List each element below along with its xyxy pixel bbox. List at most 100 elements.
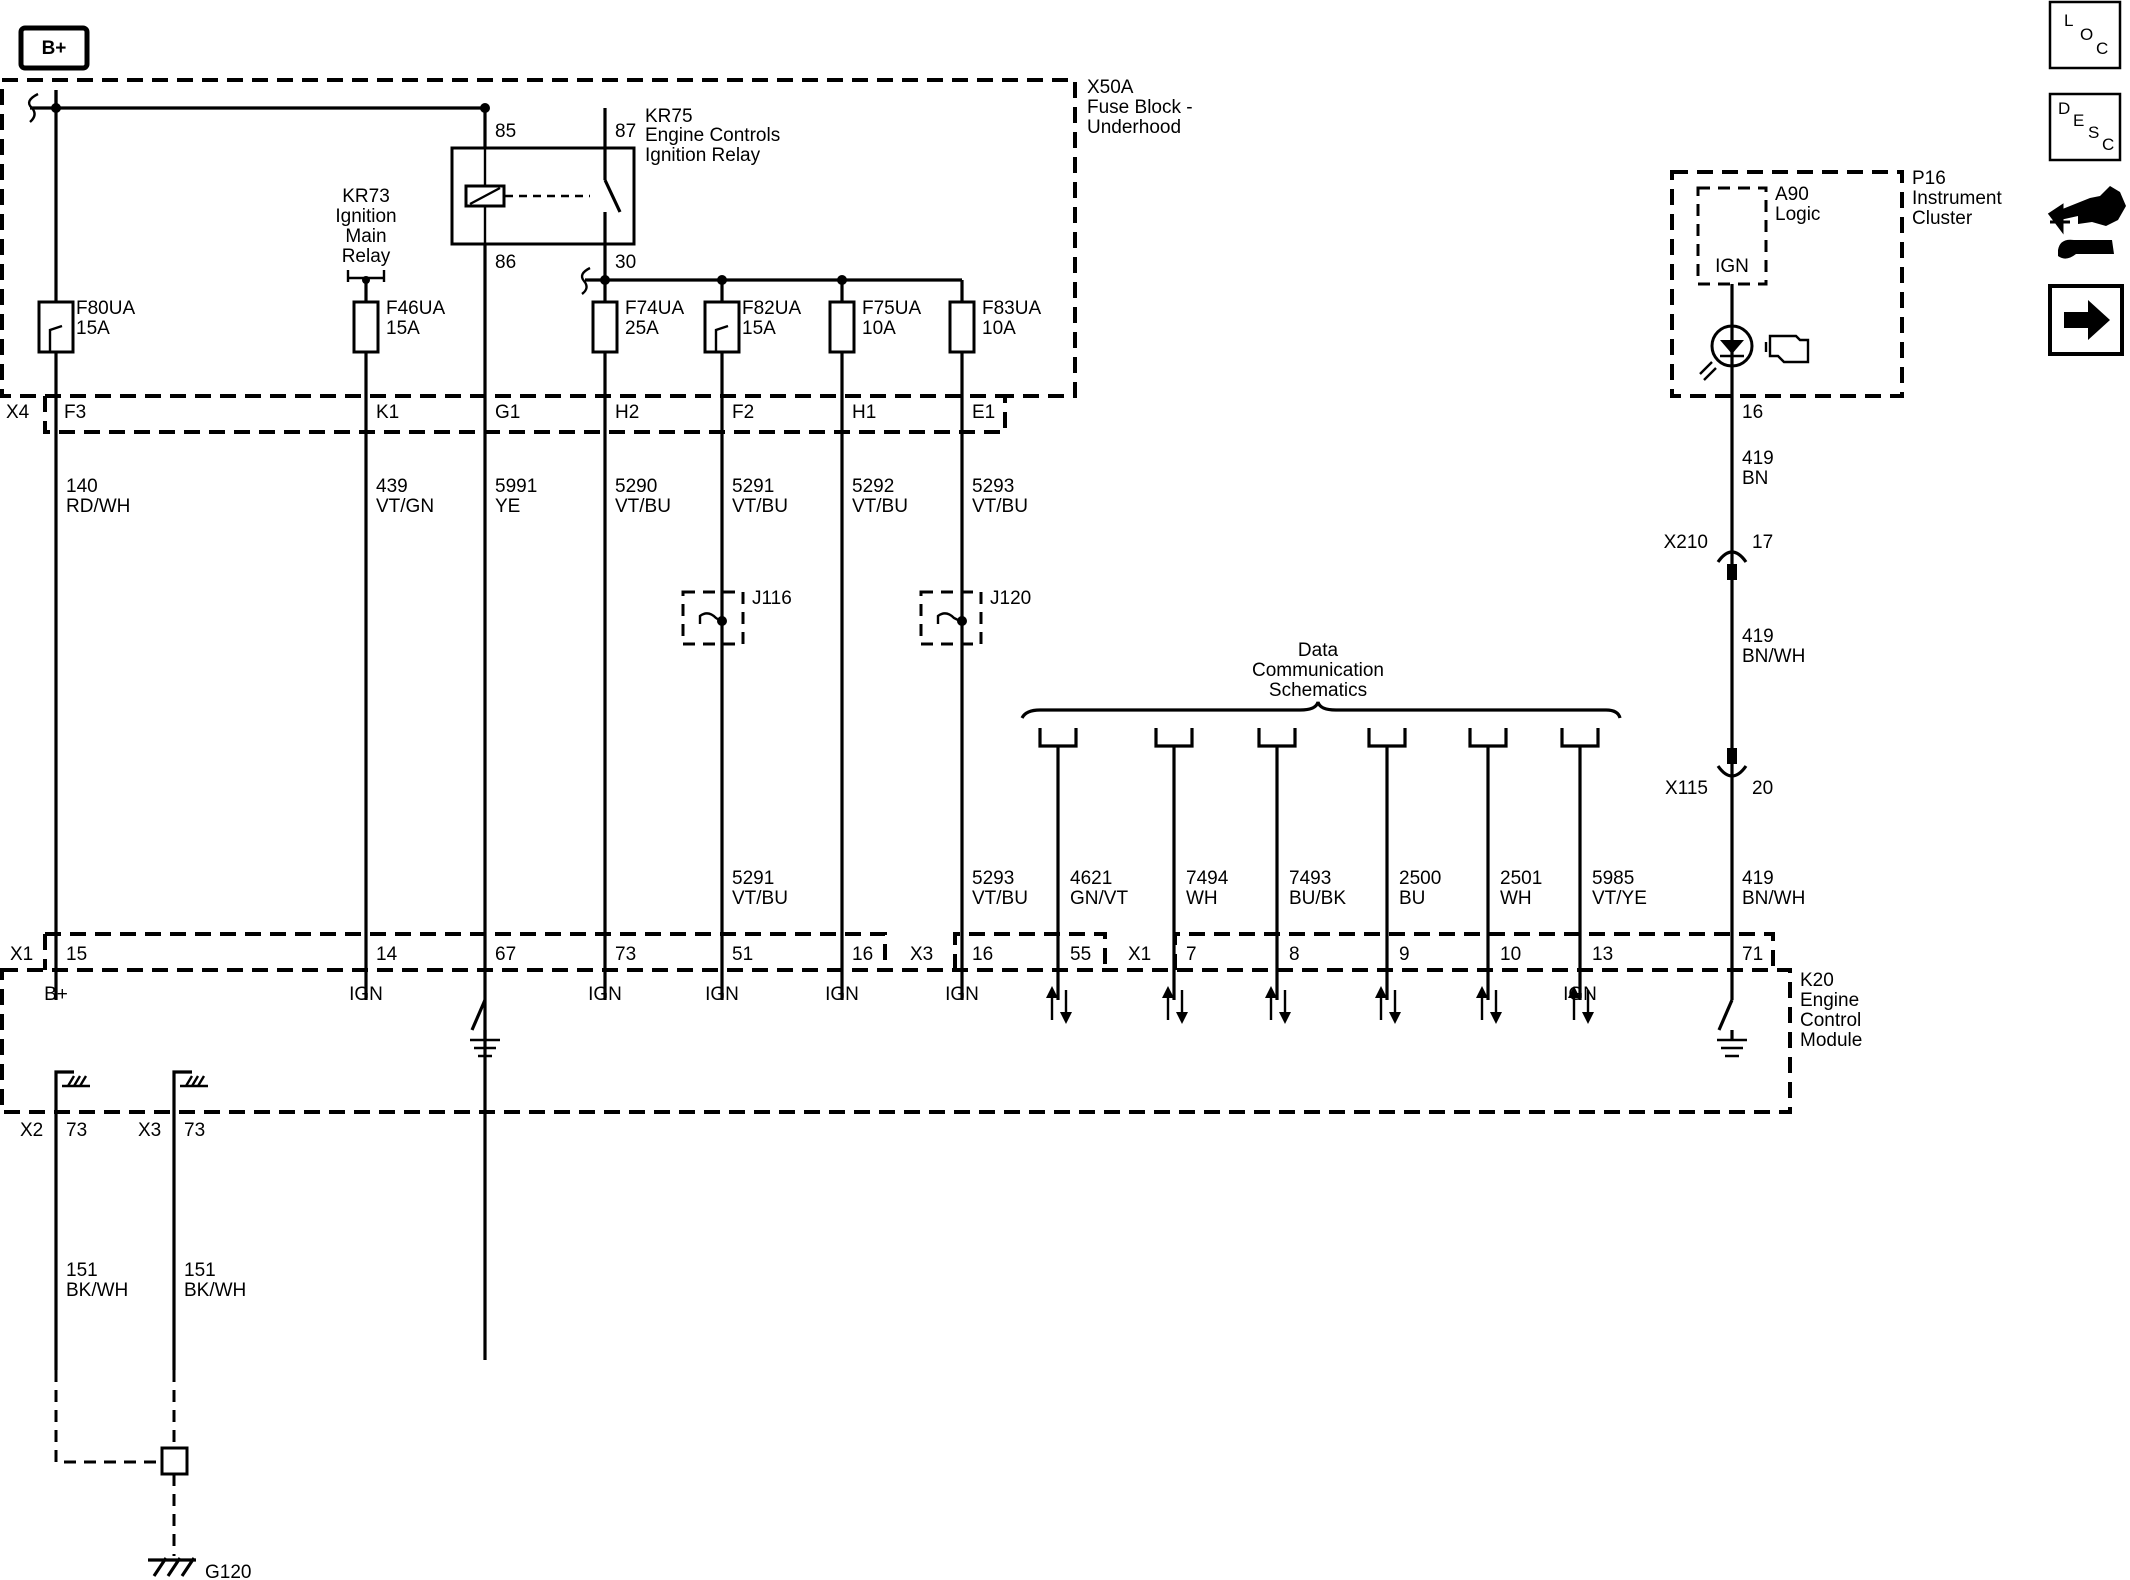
svg-text:Control: Control bbox=[1800, 1010, 1861, 1031]
data-communication-bracket: Data Communication Schematics bbox=[1020, 640, 1622, 719]
fuse-pin: H2 bbox=[615, 402, 639, 423]
svg-text:Module: Module bbox=[1800, 1030, 1862, 1051]
svg-text:E: E bbox=[2073, 111, 2084, 130]
fuse-id: F82UA bbox=[742, 298, 801, 319]
inline-connector-x115: X115 20 bbox=[1665, 748, 1773, 799]
wire-circuit: 4621 bbox=[1070, 868, 1112, 889]
svg-text:Relay: Relay bbox=[342, 246, 391, 267]
svg-text:BN/WH: BN/WH bbox=[1742, 646, 1805, 667]
svg-text:16: 16 bbox=[1742, 402, 1763, 423]
svg-text:X115: X115 bbox=[1665, 778, 1708, 799]
wire-circuit: 5291 bbox=[732, 476, 774, 497]
wire-color: WH bbox=[1186, 888, 1218, 909]
ecm-terminal: IGN bbox=[825, 984, 859, 1005]
wire-circuit: 5290 bbox=[615, 476, 657, 497]
cluster-wire-labels: 419 BN 419 BN/WH 419 BN/WH bbox=[1742, 448, 1805, 909]
svg-text:BN/WH: BN/WH bbox=[1742, 888, 1805, 909]
arrow-right-icon[interactable] bbox=[2048, 284, 2124, 356]
ecm-terminal: IGN bbox=[705, 984, 739, 1005]
ecm-terminal: IGN bbox=[945, 984, 979, 1005]
splice-j120: J120 bbox=[919, 588, 1031, 646]
connector-tool-icon[interactable] bbox=[2047, 186, 2126, 259]
fuse-id: F46UA bbox=[386, 298, 445, 319]
wire-color: BK/WH bbox=[66, 1280, 128, 1301]
svg-text:X50A: X50A bbox=[1087, 77, 1134, 98]
fuse-block-outline bbox=[0, 78, 1077, 434]
check-engine-icon bbox=[1764, 334, 1810, 364]
wire-color: WH bbox=[1500, 888, 1532, 909]
wire-color: VT/YE bbox=[1592, 888, 1647, 909]
ecm-terminal: B+ bbox=[44, 984, 68, 1005]
bidirectional-arrow-icon bbox=[1375, 986, 1401, 1024]
loc-button[interactable]: L O C bbox=[2048, 0, 2122, 70]
wire-color: VT/BU bbox=[972, 496, 1028, 517]
fuse-pin: E1 bbox=[972, 402, 995, 423]
ecm-ground-67 bbox=[470, 999, 500, 1058]
ground-pin: 73 bbox=[66, 1120, 87, 1141]
ecm-ground-71 bbox=[1717, 999, 1747, 1058]
svg-text:87: 87 bbox=[615, 121, 636, 142]
svg-text:X210: X210 bbox=[1664, 532, 1708, 553]
splice-j116: J116 bbox=[681, 588, 792, 646]
fuse-pin: K1 bbox=[376, 402, 399, 423]
svg-text:Logic: Logic bbox=[1775, 204, 1820, 225]
fuse-rating: 15A bbox=[76, 318, 110, 339]
ecm-pin: 67 bbox=[495, 944, 516, 965]
fuse-rating: 10A bbox=[862, 318, 896, 339]
wire-circuit: 5985 bbox=[1592, 868, 1634, 889]
svg-text:Ignition Relay: Ignition Relay bbox=[645, 145, 761, 166]
data-wire-layer: 4621GN/VT557494WH77493BU/BK82500BU92501W… bbox=[1038, 728, 1647, 1024]
fuse-pin: F2 bbox=[732, 402, 754, 423]
svg-text:IGN: IGN bbox=[1715, 256, 1749, 277]
svg-text:O: O bbox=[2080, 25, 2093, 44]
wire-circuit: 5292 bbox=[852, 476, 894, 497]
svg-text:Cluster: Cluster bbox=[1912, 208, 1973, 229]
svg-text:C: C bbox=[2102, 135, 2114, 154]
ground-connector: X2 bbox=[20, 1120, 43, 1141]
wire-color: BK/WH bbox=[184, 1280, 246, 1301]
svg-text:30: 30 bbox=[615, 252, 636, 273]
fuse-id: F83UA bbox=[982, 298, 1041, 319]
wire-circuit: 7493 bbox=[1289, 868, 1331, 889]
ecm-pin: 7 bbox=[1186, 944, 1197, 965]
fuse-rating: 25A bbox=[625, 318, 659, 339]
ecm-pin: 14 bbox=[376, 944, 398, 965]
wire-color: BU/BK bbox=[1289, 888, 1346, 909]
fuse-rating: 10A bbox=[982, 318, 1016, 339]
svg-text:Engine: Engine bbox=[1800, 990, 1859, 1011]
svg-text:X1: X1 bbox=[1128, 944, 1151, 965]
fuse-rating: 15A bbox=[386, 318, 420, 339]
svg-text:Ignition: Ignition bbox=[335, 206, 396, 227]
wire-color: VT/BU bbox=[732, 496, 788, 517]
wire-color: BU bbox=[1399, 888, 1425, 909]
ecm-pin: 13 bbox=[1592, 944, 1613, 965]
ecm-terminal: IGN bbox=[1563, 984, 1597, 1005]
wire-circuit: 5991 bbox=[495, 476, 537, 497]
svg-text:419: 419 bbox=[1742, 626, 1774, 647]
ecm-pin: 51 bbox=[732, 944, 753, 965]
svg-text:Instrument: Instrument bbox=[1912, 188, 2002, 209]
fuse-g1: G1 bbox=[495, 402, 520, 423]
desc-button[interactable]: D E S C bbox=[2048, 92, 2122, 162]
svg-text:86: 86 bbox=[495, 252, 516, 273]
ecm-pin: 10 bbox=[1500, 944, 1521, 965]
svg-text:P16: P16 bbox=[1912, 168, 1946, 189]
wire-circuit: 2500 bbox=[1399, 868, 1441, 889]
power-source-label: B+ bbox=[18, 25, 90, 71]
fuse-pin: F3 bbox=[64, 402, 86, 423]
engine-control-module: K20 Engine Control Module X1 X3 X1 bbox=[0, 932, 1862, 1114]
svg-text:BN: BN bbox=[1742, 468, 1768, 489]
fuse-pin: G1 bbox=[495, 402, 520, 423]
wire-circuit: 439 bbox=[376, 476, 408, 497]
svg-text:J116: J116 bbox=[752, 588, 792, 609]
